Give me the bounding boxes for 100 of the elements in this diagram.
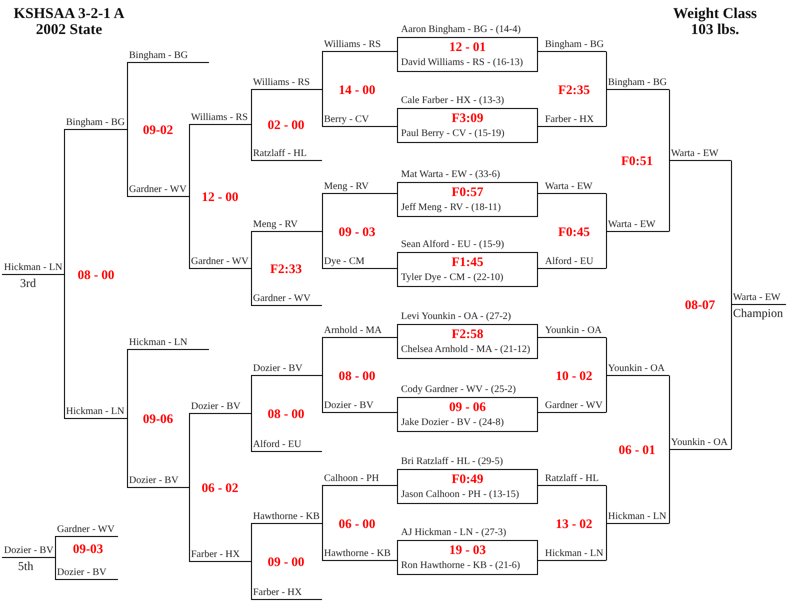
bracket-connector [127, 129, 128, 197]
bracket-slot [543, 181, 606, 194]
bracket-slot [322, 325, 392, 338]
match-score: 10 - 02 [556, 368, 592, 384]
bracket-slot [322, 39, 392, 52]
bracket-slot [251, 219, 322, 232]
match-score: 13 - 02 [556, 516, 592, 532]
bracket-connector [189, 124, 190, 197]
bracket-slot [189, 112, 251, 125]
match-score: 06 - 02 [202, 480, 238, 496]
bracket-connector [669, 449, 670, 524]
bracket-connector [606, 337, 607, 376]
bracket-connector [322, 89, 323, 127]
bracket-slot [189, 401, 251, 414]
match-score: 08 - 00 [338, 368, 376, 384]
bracket-connector [189, 413, 190, 488]
match-score: F0:45 [558, 224, 590, 240]
match-score: 08-07 [684, 297, 716, 313]
wrestler-name: Farber - HX [545, 114, 594, 126]
wrestler-name: Jeff Meng - RV - (18-11) [401, 201, 501, 214]
match-score: 09 - 03 [338, 224, 376, 240]
bracket-connector [322, 337, 323, 376]
wrestler-name: Williams - RS [253, 77, 310, 89]
bracket-connector [55, 557, 56, 580]
bracket-slot [606, 219, 669, 232]
wrestler-name: Dozier - BV [129, 475, 178, 487]
wrestler-name: Warta - EW [608, 219, 656, 231]
bracket-connector [538, 412, 544, 413]
match-score: F0:49 [452, 471, 484, 487]
bracket-slot [322, 473, 392, 486]
bracket-connector [392, 485, 398, 486]
bracket-slot [669, 437, 731, 450]
match-score: 06 - 00 [338, 516, 376, 532]
wrestler-name: Ratzlaff - HL [545, 473, 599, 485]
match-score: F0:51 [621, 153, 653, 169]
bracket-slot [189, 549, 251, 562]
wrestler-name: Younkin - OA [545, 325, 602, 337]
wrestler-name: Berry - CV [324, 114, 369, 126]
bracket-connector [64, 129, 65, 275]
match-score: 12 - 01 [449, 39, 486, 55]
bracket-connector [251, 89, 252, 125]
wrestler-name: Levi Younkin - OA - (27-2) [401, 310, 511, 323]
wrestler-name: Hickman - LN [608, 511, 666, 523]
bracket-connector [538, 268, 544, 269]
wrestler-name: Dozier - BV [57, 567, 106, 579]
wrestler-name: Mat Warta - EW - (33-6) [401, 168, 500, 181]
wrestler-name: Bingham - BG [545, 39, 604, 51]
bracket-connector [251, 561, 252, 600]
bracket-connector [322, 231, 323, 269]
wrestler-name: Cody Gardner - WV - (25-2) [401, 383, 516, 396]
bracket-slot [251, 293, 322, 306]
bracket-connector [392, 51, 398, 52]
wrestler-name: Bri Ratzlaff - HL - (29-5) [401, 455, 503, 468]
wrestler-name: Gardner - WV [191, 256, 249, 268]
wrestler-name: Hawthorne - KB [253, 511, 320, 523]
wrestler-name: Bingham - BG [129, 50, 188, 62]
wrestler-name: Aaron Bingham - BG - (14-4) [401, 23, 521, 36]
bracket-connector [731, 304, 732, 450]
bracket-connector [606, 375, 607, 413]
bracket-slot [251, 587, 322, 600]
wrestler-name: Gardner - WV [545, 400, 603, 412]
wrestler-name: Hawthorne - KB [324, 548, 391, 560]
wrestler-name: Warta - EW [671, 148, 718, 160]
bracket-connector [251, 413, 252, 452]
bracket-connector [731, 160, 732, 305]
bracket-slot [322, 114, 392, 127]
match-score: 19 - 03 [449, 542, 486, 558]
bracket-slot [669, 148, 731, 161]
wrestler-name: Dozier - BV [253, 363, 302, 375]
bracket-connector [64, 274, 65, 419]
match-score: F2:33 [270, 261, 302, 277]
bracket-connector [251, 523, 252, 562]
wrestler-name: Ron Hawthorne - KB - (21-6) [401, 559, 520, 572]
wrestler-name: Gardner - WV [129, 184, 187, 196]
bracket-connector [127, 418, 128, 488]
bracket-connector [322, 375, 323, 413]
bracket-slot [251, 148, 322, 161]
match-score: F2:58 [452, 326, 484, 342]
bracket-slot [251, 363, 322, 376]
match-score: F0:57 [452, 184, 484, 200]
bracket-connector [606, 89, 607, 127]
wrestler-name: Arnhold - MA [324, 325, 382, 337]
wrestler-name: Farber - HX [191, 549, 240, 561]
bracket-connector [538, 193, 544, 194]
bracket-slot [55, 567, 118, 580]
bracket-connector [127, 349, 128, 419]
wrestler-name: Younkin - OA [608, 363, 665, 375]
wrestler-name: Gardner - WV [253, 293, 311, 305]
bracket-connector [322, 485, 323, 524]
bracket-connector [606, 485, 607, 524]
wrestler-name: Hickman - LN [129, 337, 188, 349]
wrestler-name: David Williams - RS - (16-13) [401, 56, 523, 69]
bracket-slot [251, 439, 322, 452]
wrestler-name: Ratzlaff - HL [253, 148, 307, 160]
wrestler-name: Williams - RS [191, 112, 248, 124]
match-score: 02 - 00 [268, 117, 304, 133]
bracket-connector [392, 337, 398, 338]
wrestler-name: Alford - EU [545, 256, 594, 268]
wrestler-name: Warta - EW [733, 292, 780, 304]
bracket-slot [606, 363, 669, 376]
